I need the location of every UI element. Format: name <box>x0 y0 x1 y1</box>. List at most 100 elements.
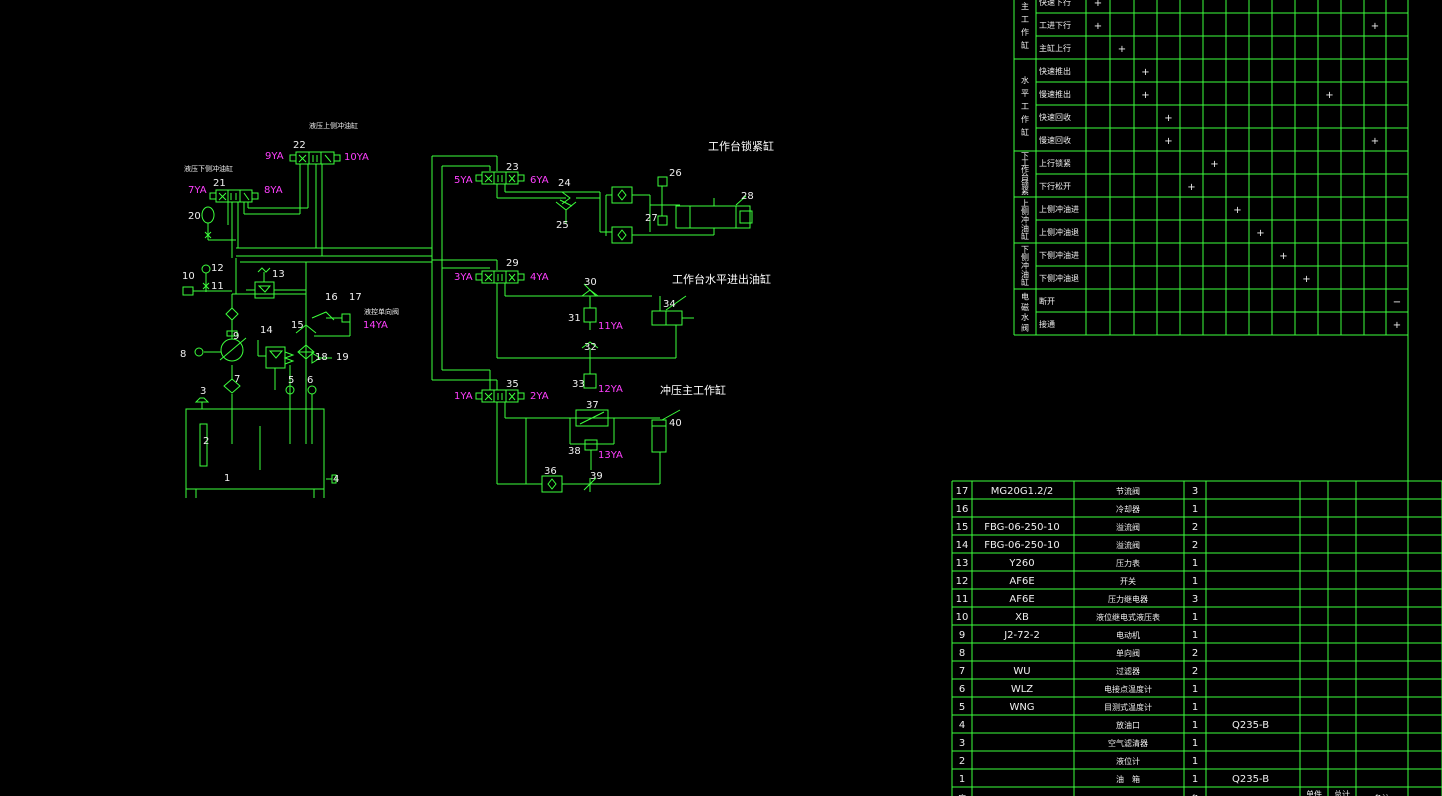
bom-item-name: 油 箱 <box>1116 774 1140 784</box>
bom-item-code: WNG <box>1009 702 1034 713</box>
action-group-char: 冲 <box>1021 215 1029 225</box>
bom-footer-no: 序 <box>958 793 966 796</box>
action-mark: + <box>1371 136 1379 147</box>
horizontal-cylinder-34 <box>651 310 683 326</box>
action-row-label: 上行锁紧 <box>1039 158 1071 168</box>
action-group-char: 油 <box>1021 223 1029 233</box>
component-number-9: 9 <box>233 331 239 342</box>
component-number-37: 37 <box>586 400 599 411</box>
bom-item-name: 溢流阀 <box>1116 540 1140 550</box>
bom-item-qty: 2 <box>1192 648 1198 659</box>
action-mark: + <box>1233 205 1241 216</box>
component-number-12: 12 <box>211 263 224 274</box>
bom-item-qty: 1 <box>1192 702 1198 713</box>
bom-item-number: 6 <box>959 684 965 695</box>
solenoid-label-11: 11YA <box>598 321 623 332</box>
bom-item-number: 15 <box>956 522 969 533</box>
action-row-label: 快速推出 <box>1039 66 1071 76</box>
main-cylinder-40 <box>651 419 667 453</box>
bom-item-code: FBG-06-250-10 <box>984 522 1060 533</box>
action-mark: + <box>1210 159 1218 170</box>
bom-item-qty: 1 <box>1192 720 1198 731</box>
action-group-char: 作 <box>1021 165 1029 175</box>
action-row-label: 下行松开 <box>1039 181 1071 191</box>
bom-item-code: Y260 <box>1008 558 1034 569</box>
caption-horiz-cyl: 工作台水平进出油缸 <box>672 272 771 286</box>
component-number-30: 30 <box>584 277 597 288</box>
bom-item-number: 11 <box>956 594 969 605</box>
bom-item-qty: 2 <box>1192 540 1198 551</box>
bom-item-qty: 1 <box>1192 630 1198 641</box>
component-number-2: 2 <box>203 436 209 447</box>
action-mark: + <box>1371 21 1379 32</box>
action-group-char: 缸 <box>1021 40 1029 50</box>
bom-item-number: 9 <box>959 630 965 641</box>
action-group-char: 紧 <box>1021 187 1029 196</box>
action-group-char: 缸 <box>1021 231 1029 241</box>
bom-footer-remark: 备注 <box>1374 793 1390 796</box>
solenoid-label-7: 7YA <box>188 185 207 196</box>
component-number-14: 14 <box>260 325 273 336</box>
bom-item-number: 16 <box>956 504 969 515</box>
bom-item-qty: 2 <box>1192 666 1198 677</box>
component-number-6: 6 <box>307 375 313 386</box>
solenoid-label-5: 5YA <box>454 175 473 186</box>
bom-item-material: Q235-B <box>1232 720 1269 731</box>
bom-item-code: AF6E <box>1009 594 1034 605</box>
component-number-18: 18 <box>315 352 328 363</box>
action-group-char: 台 <box>1021 172 1029 182</box>
bom-item-qty: 1 <box>1192 684 1198 695</box>
action-mark: + <box>1094 0 1102 9</box>
component-number-13: 13 <box>272 269 285 280</box>
action-row-label: 工进下行 <box>1039 20 1071 30</box>
component-number-32: 32 <box>584 342 597 353</box>
action-group-char: 主 <box>1021 1 1029 11</box>
bom-item-code: MG20G1.2/2 <box>991 486 1054 497</box>
action-group-char: 上 <box>1021 199 1029 208</box>
bom-item-name: 过滤器 <box>1116 666 1140 676</box>
component-number-22: 22 <box>293 140 306 151</box>
action-row-label: 上侧冲油进 <box>1039 204 1079 214</box>
bom-item-name: 溢流阀 <box>1116 522 1140 532</box>
action-mark: + <box>1164 113 1172 124</box>
component-number-4: 4 <box>333 474 339 485</box>
solenoid-label-6: 6YA <box>530 175 549 186</box>
action-group-char: 水 <box>1021 312 1029 322</box>
action-group-char: 侧 <box>1021 206 1029 216</box>
bom-item-qty: 1 <box>1192 774 1198 785</box>
component-number-17: 17 <box>349 292 362 303</box>
action-mark: + <box>1279 251 1287 262</box>
bom-item-name: 液位继电式液压表 <box>1096 612 1160 622</box>
bom-item-name: 空气滤清器 <box>1108 738 1148 748</box>
bom-item-qty: 1 <box>1192 612 1198 623</box>
action-mark: + <box>1187 182 1195 193</box>
bom-item-name: 电动机 <box>1116 630 1140 640</box>
bom-item-qty: 3 <box>1192 486 1198 497</box>
caption-upper-valve: 液压上侧冲油缸 <box>309 121 358 130</box>
component-number-1: 1 <box>224 473 230 484</box>
bom-item-qty: 1 <box>1192 756 1198 767</box>
component-number-15: 15 <box>291 320 304 331</box>
solenoid-label-14: 14YA <box>363 320 388 331</box>
component-number-36: 36 <box>544 466 557 477</box>
action-group-char: 电 <box>1021 292 1029 302</box>
bom-item-number: 3 <box>959 738 965 749</box>
component-number-40: 40 <box>669 418 682 429</box>
component-number-35: 35 <box>506 379 519 390</box>
bom-item-number: 5 <box>959 702 965 713</box>
action-group-char: 阀 <box>1021 323 1029 332</box>
bom-item-number: 2 <box>959 756 965 767</box>
action-group-char: 下 <box>1021 245 1029 254</box>
caption-lower-valve: 液压下侧冲油缸 <box>184 164 233 173</box>
bom-item-code: WU <box>1013 666 1030 677</box>
bom-footer-total: 总计 <box>1334 789 1350 796</box>
bom-item-number: 14 <box>956 540 969 551</box>
solenoid-label-3: 3YA <box>454 272 473 283</box>
clamp-cylinder-28 <box>675 205 751 229</box>
action-mark: + <box>1141 90 1149 101</box>
action-mark: + <box>1094 21 1102 32</box>
action-row-label: 接通 <box>1039 319 1055 329</box>
action-mark: − <box>1393 297 1401 308</box>
action-group-char: 磁 <box>1021 302 1029 312</box>
